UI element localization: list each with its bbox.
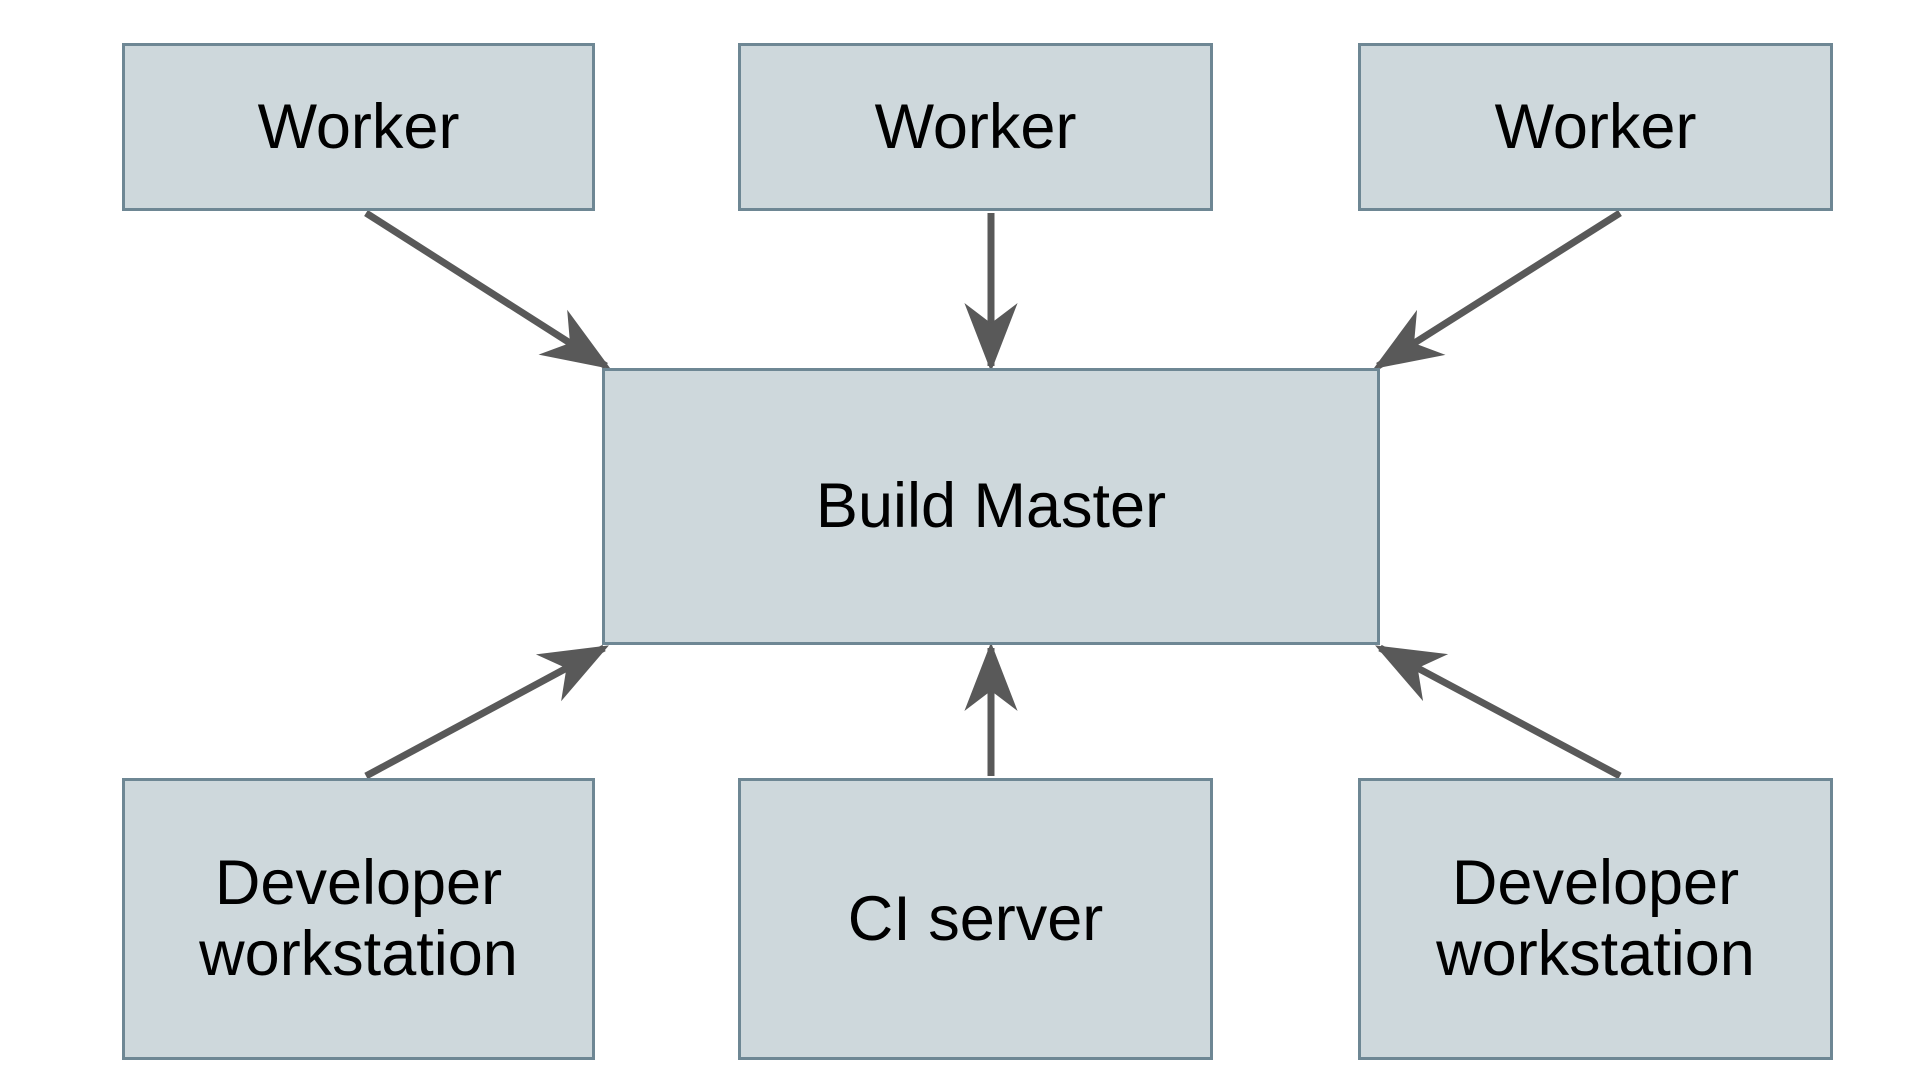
- node-developer-workstation-right[interactable]: Developer workstation: [1358, 778, 1833, 1060]
- edge-devright-to-master: [1375, 644, 1622, 780]
- node-worker-1-label: Worker: [257, 91, 460, 162]
- node-ci-server[interactable]: CI server: [738, 778, 1213, 1060]
- node-worker-2[interactable]: Worker: [738, 43, 1213, 211]
- node-worker-1[interactable]: Worker: [122, 43, 595, 211]
- node-worker-2-label: Worker: [874, 91, 1077, 162]
- node-ci-server-label: CI server: [847, 883, 1104, 954]
- node-developer-workstation-right-label: Developer workstation: [1436, 848, 1755, 989]
- node-worker-3[interactable]: Worker: [1358, 43, 1833, 211]
- node-build-master[interactable]: Build Master: [602, 368, 1380, 645]
- edge-devleft-to-master: [364, 644, 609, 780]
- edge-worker1-to-master: [364, 210, 611, 370]
- edge-worker3-to-master: [1373, 210, 1622, 369]
- node-build-master-label: Build Master: [815, 471, 1167, 542]
- node-developer-workstation-left-label: Developer workstation: [199, 848, 518, 989]
- node-worker-3-label: Worker: [1494, 91, 1697, 162]
- node-developer-workstation-left[interactable]: Developer workstation: [122, 778, 595, 1060]
